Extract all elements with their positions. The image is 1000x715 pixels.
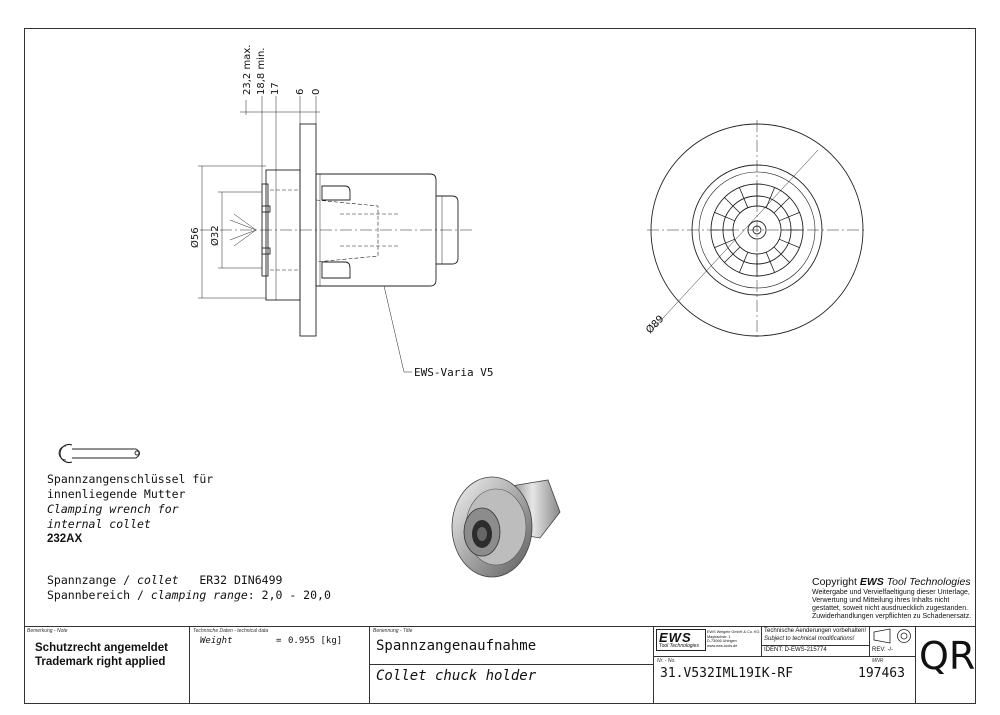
copyright-suffix: Tool Technologies: [883, 576, 971, 588]
note-label: Bemerkung - Note: [27, 628, 68, 634]
collet-slots: [711, 184, 803, 276]
wrench-note: Spannzangenschlüssel für innenliegende M…: [47, 472, 213, 547]
title-english: Collet chuck holder: [376, 668, 537, 684]
dim-23-2-max: 23,2 max.: [242, 45, 253, 95]
logo-text: EWS: [659, 630, 692, 645]
part-number: 31.V532IML19IK-RF: [660, 666, 794, 681]
dim-diameter-89: Ø89: [644, 313, 667, 336]
collet-info: Spannzange / collet ER32 DIN6499 Spannbe…: [47, 573, 331, 603]
weight-equals: =: [276, 636, 282, 646]
weight-value: 0.955 [kg]: [288, 636, 343, 646]
titleblock-title-cell: Benennung - Title Spannzangenaufnahme Co…: [370, 626, 654, 704]
collet-slot: [714, 212, 735, 222]
range-label-de: Spannbereich /: [47, 588, 151, 602]
collet-slot: [773, 197, 790, 214]
tech-changes-en: Subject to technical modifications!: [764, 636, 855, 642]
product-render: [451, 476, 561, 578]
note-line1: Schutzrecht angemeldet: [35, 642, 168, 654]
dim-diameter-56: Ø56: [189, 227, 201, 248]
drawing-sheet-frame: [24, 28, 976, 704]
ident-number: IDENT: D-EWS-215774: [764, 647, 827, 653]
titleblock-qr-cell: QR: [916, 626, 976, 704]
collet-slot: [765, 252, 775, 273]
company-line2: Maybachstr. 1: [707, 634, 731, 639]
company-line3: D-73066 Uhingen: [707, 639, 737, 643]
nr-label: Nr. - No.: [657, 658, 676, 664]
side-view: [198, 96, 475, 373]
mnr-number: 197463: [858, 666, 905, 681]
logo-subtext: Tool Technologies: [659, 643, 699, 649]
collet-slot: [739, 252, 749, 273]
copyright-prefix: Copyright: [812, 576, 860, 588]
copyright-line3: gestattet, soweit nicht ausdruecklich zu…: [812, 605, 969, 612]
tech-changes-de: Technische Aenderungen vorbehalten!: [764, 628, 867, 634]
titleblock-company-cell: EWS Tool Technologies EWS Weigele GmbH &…: [654, 626, 916, 704]
collet-slot: [739, 187, 749, 208]
copyright-brand: EWS: [859, 576, 884, 588]
range-label-en: clamping range: [150, 588, 248, 602]
company-line4: www.ews-tools.de: [707, 643, 738, 648]
wrench-de-line1: Spannzangenschlüssel für: [47, 472, 214, 486]
clamping-wrench-illustration: [58, 443, 140, 464]
note-line2: Trademark right applied: [35, 656, 166, 668]
qr-code-label: QR: [919, 634, 976, 678]
collet-slot: [779, 212, 800, 222]
copyright-line1: Weitergabe und Vervielfaeltigung dieser …: [812, 589, 970, 596]
wrench-en-line1: Clamping wrench for: [47, 502, 179, 516]
wrench-de-line2: innenliegende Mutter: [47, 487, 186, 501]
wrench-en-line2: internal collet: [47, 517, 151, 531]
tech-label: Technische Daten - technical data: [193, 628, 269, 634]
dim-0: 0: [311, 89, 322, 95]
projection-symbol-icon: [873, 628, 911, 644]
collet-slot: [773, 246, 790, 263]
title-label: Benennung - Title: [373, 628, 413, 634]
dim-18-8-min: 18,8 min.: [256, 48, 267, 95]
callout-ews-varia: EWS-Varia V5: [414, 366, 493, 379]
collet-slot: [724, 197, 741, 214]
title-block: [24, 626, 976, 705]
collet-slot: [714, 238, 735, 248]
front-view: [647, 120, 867, 340]
revision: REV: -/-: [872, 647, 894, 653]
collet-label-de: Spannzange /: [47, 573, 138, 587]
mnr-label: MNR: [872, 658, 884, 664]
collet-label-en: collet: [137, 573, 179, 587]
title-german: Spannzangenaufnahme: [376, 638, 537, 654]
company-line1: EWS Weigele GmbH & Co. KG: [707, 630, 760, 634]
copyright-line4: Zuwiderhandlungen verpflichten zu Schade…: [812, 613, 972, 620]
collet-value: ER32 DIN6499: [199, 573, 283, 587]
wrench-part-number: 232AX: [47, 533, 83, 545]
weight-label: Weight: [200, 636, 233, 646]
dim-diameter-32: Ø32: [209, 225, 221, 246]
dim-17: 17: [270, 82, 281, 95]
collet-slot: [724, 246, 741, 263]
copyright-line2: Verwertung und Mitteilung ihres Inhalts …: [812, 597, 950, 604]
copyright-notice: Copyright EWS Tool Technologies Weiterga…: [812, 576, 980, 621]
collet-slot: [765, 187, 775, 208]
ews-logo: EWS Tool Technologies: [656, 629, 706, 651]
company-address: EWS Weigele GmbH & Co. KG Maybachstr. 1 …: [707, 630, 759, 648]
range-value: : 2,0 - 20,0: [247, 588, 331, 602]
collet-slot: [779, 238, 800, 248]
dim-6: 6: [295, 89, 306, 95]
titleblock-note-cell: Bemerkung - Note Schutzrecht angemeldet …: [24, 626, 190, 704]
titleblock-tech-cell: Technische Daten - technical data Weight…: [190, 626, 370, 704]
